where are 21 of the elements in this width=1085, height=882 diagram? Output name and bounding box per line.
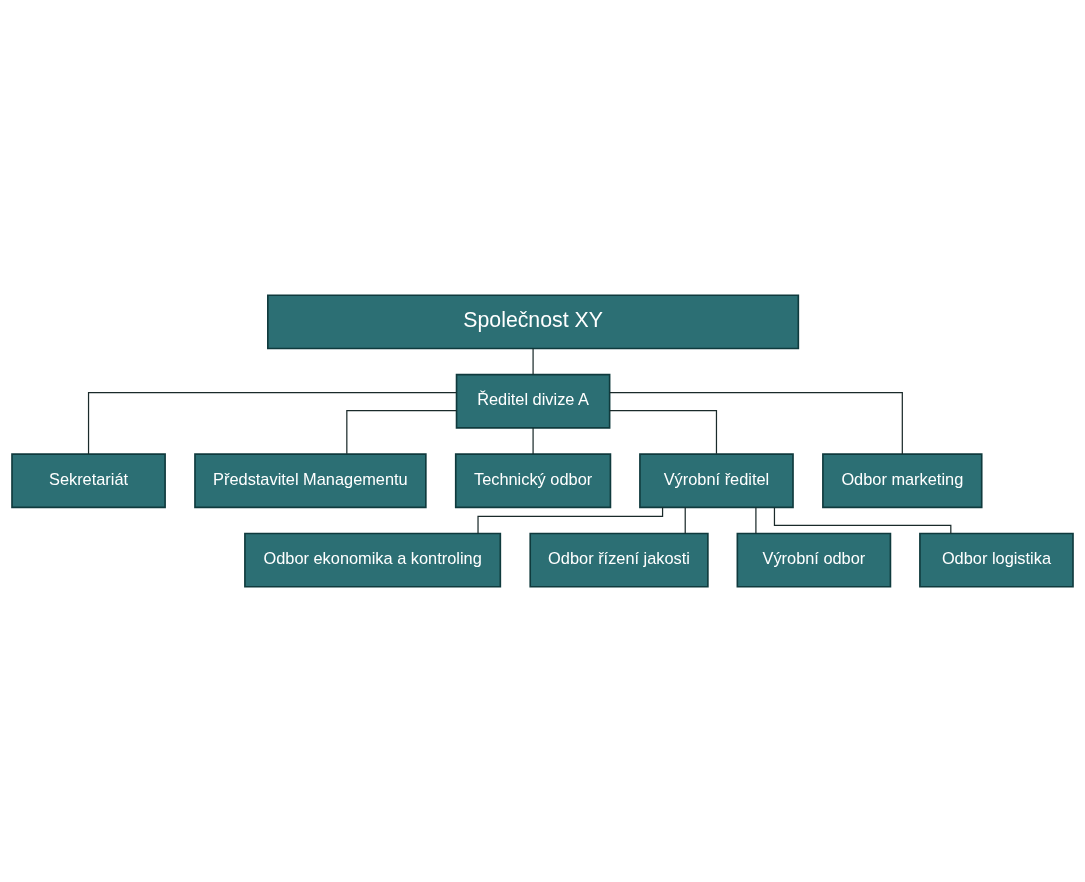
connector [532, 427, 534, 455]
connector [346, 410, 458, 455]
connector [684, 506, 686, 534]
node-box: Ředitel divize A [455, 373, 611, 429]
connector [87, 392, 458, 455]
connector [773, 506, 952, 534]
node-box: Společnost XY [267, 294, 800, 350]
node-box: Technický odbor [454, 453, 612, 509]
node-box: Odbor řízení jakosti [529, 532, 709, 588]
connector [532, 347, 534, 376]
node-box: Představitel Managementu [194, 453, 427, 509]
node-box: Odbor logistika [919, 532, 1074, 588]
node-box: Odbor marketing [822, 453, 983, 509]
node-box: Sekretariát [11, 453, 166, 509]
node-box: Výrobní ředitel [639, 453, 794, 509]
node-box: Výrobní odbor [736, 532, 892, 588]
connector [609, 410, 718, 455]
connector [755, 506, 757, 534]
node-box: Odbor ekonomika a kontroling [244, 532, 502, 588]
connector [477, 506, 664, 534]
connector [609, 392, 903, 455]
